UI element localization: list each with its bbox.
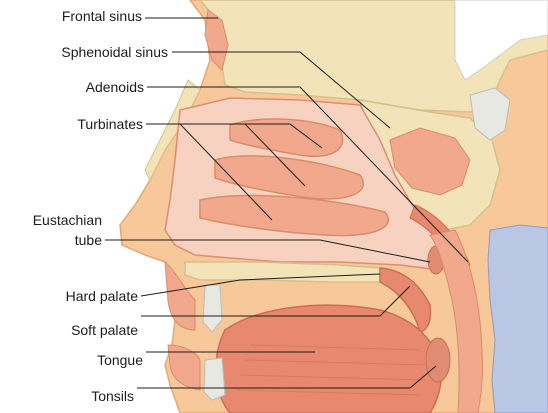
label-hard-palate: Hard palate [20, 288, 138, 304]
lower-teeth [204, 358, 225, 400]
tonsil-shape [426, 338, 450, 382]
label-tonsils: Tonsils [20, 388, 134, 404]
label-eustachian: Eustachian [10, 212, 102, 228]
label-soft-palate: Soft palate [20, 322, 138, 338]
label-tongue: Tongue [20, 352, 143, 368]
label-turbinates: Turbinates [20, 116, 143, 132]
label-adenoids: Adenoids [30, 79, 144, 95]
label-frontal-sinus: Frontal sinus [8, 8, 142, 24]
label-eustachian-tube: tube [10, 232, 102, 248]
label-sphenoidal-sinus: Sphenoidal sinus [6, 44, 168, 60]
cervical-spine [488, 225, 548, 413]
tongue-shape [216, 305, 441, 413]
